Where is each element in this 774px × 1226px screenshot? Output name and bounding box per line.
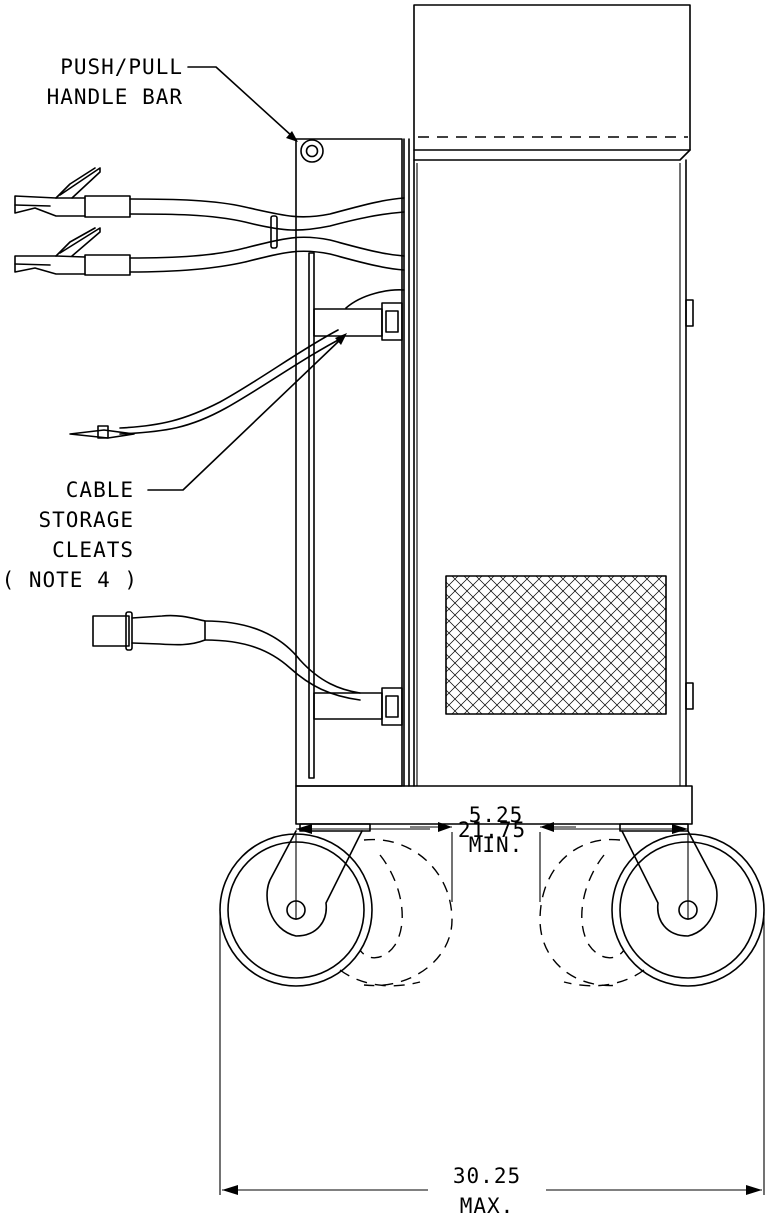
- dim-caster-spacing: [295, 824, 689, 920]
- ground-clamp: [14, 227, 131, 276]
- dim-min-swivel-suffix: MIN.: [469, 833, 524, 857]
- handle-panel: [295, 138, 410, 787]
- cleats-label-line3: CLEATS: [52, 538, 134, 562]
- dim-min-swivel: [410, 822, 576, 902]
- vent-hatch-line: [446, 576, 519, 649]
- vent-hatch-line: [668, 576, 774, 714]
- cleats-label-line1: CABLE: [66, 478, 134, 502]
- dim-max-width-suffix: MAX.: [460, 1194, 515, 1218]
- vent-hatch-line: [446, 576, 567, 697]
- vent-hatch-line: [499, 576, 639, 714]
- vent-hatch-line: [740, 576, 774, 714]
- vent-hatch-line: [463, 576, 603, 714]
- vent-hatch-line: [704, 576, 774, 714]
- vent-hatch-line: [692, 576, 774, 714]
- vent-hatch-line: [475, 576, 615, 714]
- vent-grille: [445, 575, 774, 715]
- vent-hatch-line: [446, 665, 495, 714]
- dim-min-swivel-value: 5.25: [469, 803, 524, 827]
- cleats-label-line2: STORAGE: [38, 508, 134, 532]
- handle-bar: [300, 139, 324, 163]
- vent-hatch-line: [607, 655, 666, 714]
- vent-hatch-line: [446, 689, 471, 714]
- vent-hatch-line: [446, 576, 483, 613]
- handle-leader: [187, 66, 298, 142]
- vent-hatch-line: [446, 576, 579, 709]
- vent-hatch-line: [716, 576, 774, 714]
- dim-caster-spacing-value: 21.75: [458, 818, 526, 842]
- vent-hatch-line: [571, 619, 666, 714]
- vent-hatch-line: [752, 576, 774, 714]
- vent-hatch-line: [655, 576, 666, 587]
- vent-hatch-line: [764, 576, 774, 714]
- cleats-label-line4: ( NOTE 4 ): [2, 568, 138, 592]
- vent-hatch-line: [643, 576, 666, 599]
- vent-hatch-line: [583, 631, 666, 714]
- welding-cables: [129, 197, 405, 273]
- vent-hatch-line: [607, 576, 666, 635]
- vent-hatch-line: [535, 583, 666, 714]
- vent-hatch-line: [680, 576, 774, 714]
- vent-hatch-line: [547, 595, 666, 714]
- vent-hatch-line: [752, 576, 774, 714]
- vent-hatch-line: [643, 691, 666, 714]
- vent-hatch-line: [631, 679, 666, 714]
- vent-hatch-line: [680, 576, 774, 714]
- vent-hatch-line: [728, 576, 774, 714]
- dim-max-width: [219, 912, 765, 1195]
- right-caster: [539, 830, 765, 987]
- vent-hatch-line: [619, 667, 666, 714]
- cabinet: [413, 4, 694, 787]
- vent-hatch-line: [740, 576, 774, 714]
- vent-hatch-line: [559, 607, 666, 714]
- cleats-leader: [147, 333, 347, 491]
- vent-hatch-line: [446, 576, 555, 685]
- vent-hatch-line: [619, 576, 666, 623]
- vent-hatch-line: [655, 703, 666, 714]
- vent-hatch-line: [446, 576, 531, 661]
- vent-hatch-line: [451, 576, 591, 714]
- vent-hatch-line: [728, 576, 774, 714]
- lower-cable-cleat: [313, 687, 403, 726]
- handle-label-line1: PUSH/PULL: [60, 55, 183, 79]
- vent-hatch-line: [446, 576, 543, 673]
- vent-hatch-line: [704, 576, 774, 714]
- vent-hatch-line: [511, 576, 651, 714]
- ground-lead: [69, 329, 345, 439]
- vent-hatch-line: [692, 576, 774, 714]
- input-power-cable: [92, 611, 361, 701]
- handle-label-line2: HANDLE BAR: [47, 85, 183, 109]
- vent-hatch-line: [446, 576, 495, 625]
- vent-hatch-line: [446, 677, 483, 714]
- vent-hatch-line: [631, 576, 666, 611]
- vent-hatch-line: [595, 643, 666, 714]
- vent-hatch-line: [523, 576, 663, 714]
- electrode-holder-clamp: [14, 167, 131, 218]
- vent-hatch-line: [446, 576, 471, 601]
- vent-hatch-line: [446, 576, 507, 637]
- dim-max-width-value: 30.25: [453, 1164, 521, 1188]
- cart-base: [295, 785, 693, 832]
- vent-hatch-line: [668, 576, 774, 714]
- vent-hatch-line: [716, 576, 774, 714]
- upper-cable-cleat: [313, 289, 405, 341]
- left-caster: [219, 830, 453, 987]
- vent-hatch-line: [487, 576, 627, 714]
- vent-hatch-line: [764, 576, 774, 714]
- vent-hatch-line: [446, 653, 507, 714]
